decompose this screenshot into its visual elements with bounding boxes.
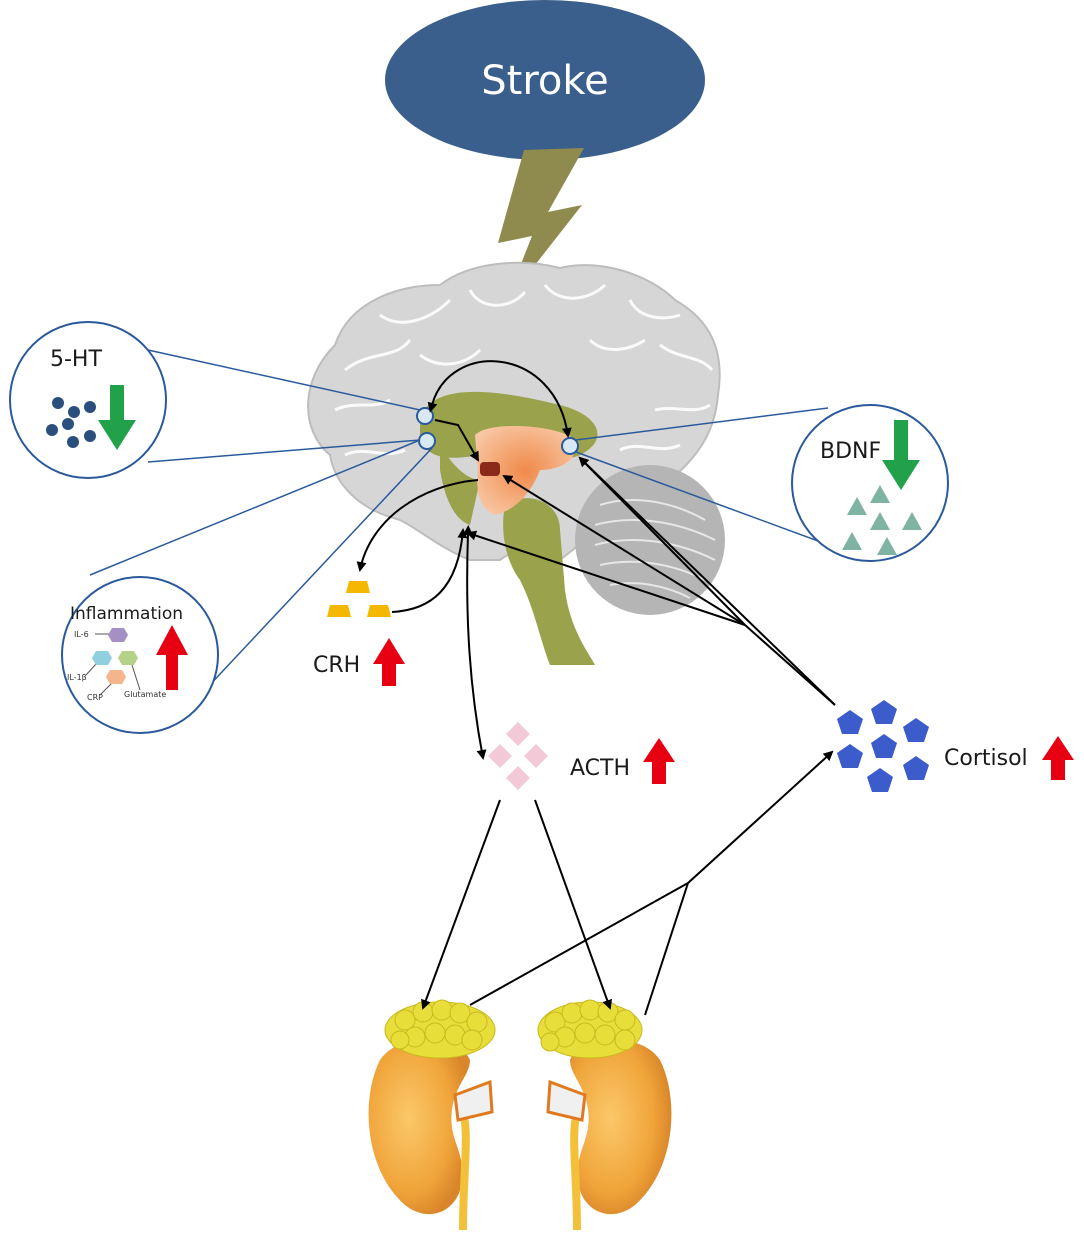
serotonin-molecules — [46, 397, 96, 448]
inflammation-inset: Inflammation IL-6 IL-1β CRP Glutamate — [61, 576, 219, 734]
up-arrow-icon — [1042, 736, 1074, 780]
right-ureter — [570, 1108, 582, 1231]
fornix — [440, 445, 480, 525]
left-renal-vessel — [453, 1079, 494, 1122]
hypothalamus — [475, 425, 576, 515]
crh-molecules — [327, 581, 391, 617]
stroke-title: Stroke — [481, 58, 608, 104]
crh-label: CRH — [313, 653, 360, 678]
brainstem — [503, 498, 595, 665]
hippocampus-marker — [561, 437, 579, 455]
bdnf-molecules — [842, 485, 922, 555]
serotonin-label: 5-HT — [50, 347, 102, 372]
crp-molecule — [106, 670, 126, 684]
arrow-adrenal-cortisol — [469, 750, 834, 1006]
glutamate-label: Glutamate — [124, 690, 166, 699]
acth-group: ACTH — [488, 722, 675, 790]
up-arrow-icon — [156, 625, 188, 690]
bdnf-inset: BDNF — [791, 404, 949, 562]
brain-gyri — [334, 283, 714, 457]
il1b-molecule — [92, 651, 112, 665]
serotonin-inset: 5-HT — [9, 321, 167, 479]
cortisol-molecules — [837, 700, 929, 792]
arrow-right-adrenal-cortisol — [644, 882, 689, 1016]
bdnf-label: BDNF — [820, 439, 881, 464]
pituitary — [480, 462, 500, 476]
up-arrow-icon — [373, 638, 405, 686]
prefrontal-marker-lower — [418, 432, 436, 450]
right-kidney-body — [570, 1039, 672, 1215]
left-ureter — [458, 1108, 470, 1231]
right-adrenal-gland — [537, 999, 643, 1059]
inset-connectors — [89, 349, 849, 691]
right-kidney — [537, 999, 672, 1231]
stroke-ellipse — [385, 0, 705, 160]
crp-label: CRP — [87, 693, 103, 702]
left-kidney-body — [368, 1039, 470, 1215]
arrow-hypothalamus-crh — [356, 479, 479, 572]
arrow-acth-left-adrenal — [421, 799, 501, 1010]
right-renal-vessel — [546, 1079, 587, 1122]
left-adrenal-gland — [384, 999, 496, 1059]
up-arrow-icon — [643, 738, 675, 784]
il6-molecule — [108, 628, 128, 642]
arrow-acth-right-adrenal — [534, 799, 612, 1010]
glutamate-molecule — [118, 651, 138, 665]
inflammation-label: Inflammation — [70, 604, 183, 624]
arrow-pituitary-acth — [462, 525, 487, 760]
brain — [307, 261, 725, 665]
lightning-bolt-icon — [498, 148, 584, 302]
inflammation-leader-lines — [85, 633, 141, 696]
cortisol-label: Cortisol — [944, 746, 1028, 771]
down-arrow-icon — [882, 420, 920, 490]
arrow-cortisol-feedback-hypothalamus — [502, 474, 746, 626]
arrow-prefrontal-hippocampus — [427, 360, 572, 438]
cerebellum-folia — [594, 499, 716, 599]
acth-molecules — [488, 722, 548, 790]
down-arrow-icon — [98, 385, 136, 450]
pathway-arrows — [356, 360, 836, 1016]
cortisol-group: Cortisol — [837, 700, 1074, 792]
acth-label: ACTH — [570, 756, 630, 781]
left-kidney — [368, 999, 496, 1231]
stroke-event: Stroke — [385, 0, 705, 302]
il6-label: IL-6 — [74, 630, 89, 639]
arrow-cortisol-feedback-pituitary — [466, 530, 746, 626]
il1b-label: IL-1β — [67, 673, 87, 682]
arrow-prefrontal-hypothalamus — [434, 419, 479, 462]
arrow-crh-pituitary — [391, 528, 468, 613]
crh-group: CRH — [313, 581, 405, 686]
arrow-cortisol-hippocampus — [578, 456, 836, 706]
